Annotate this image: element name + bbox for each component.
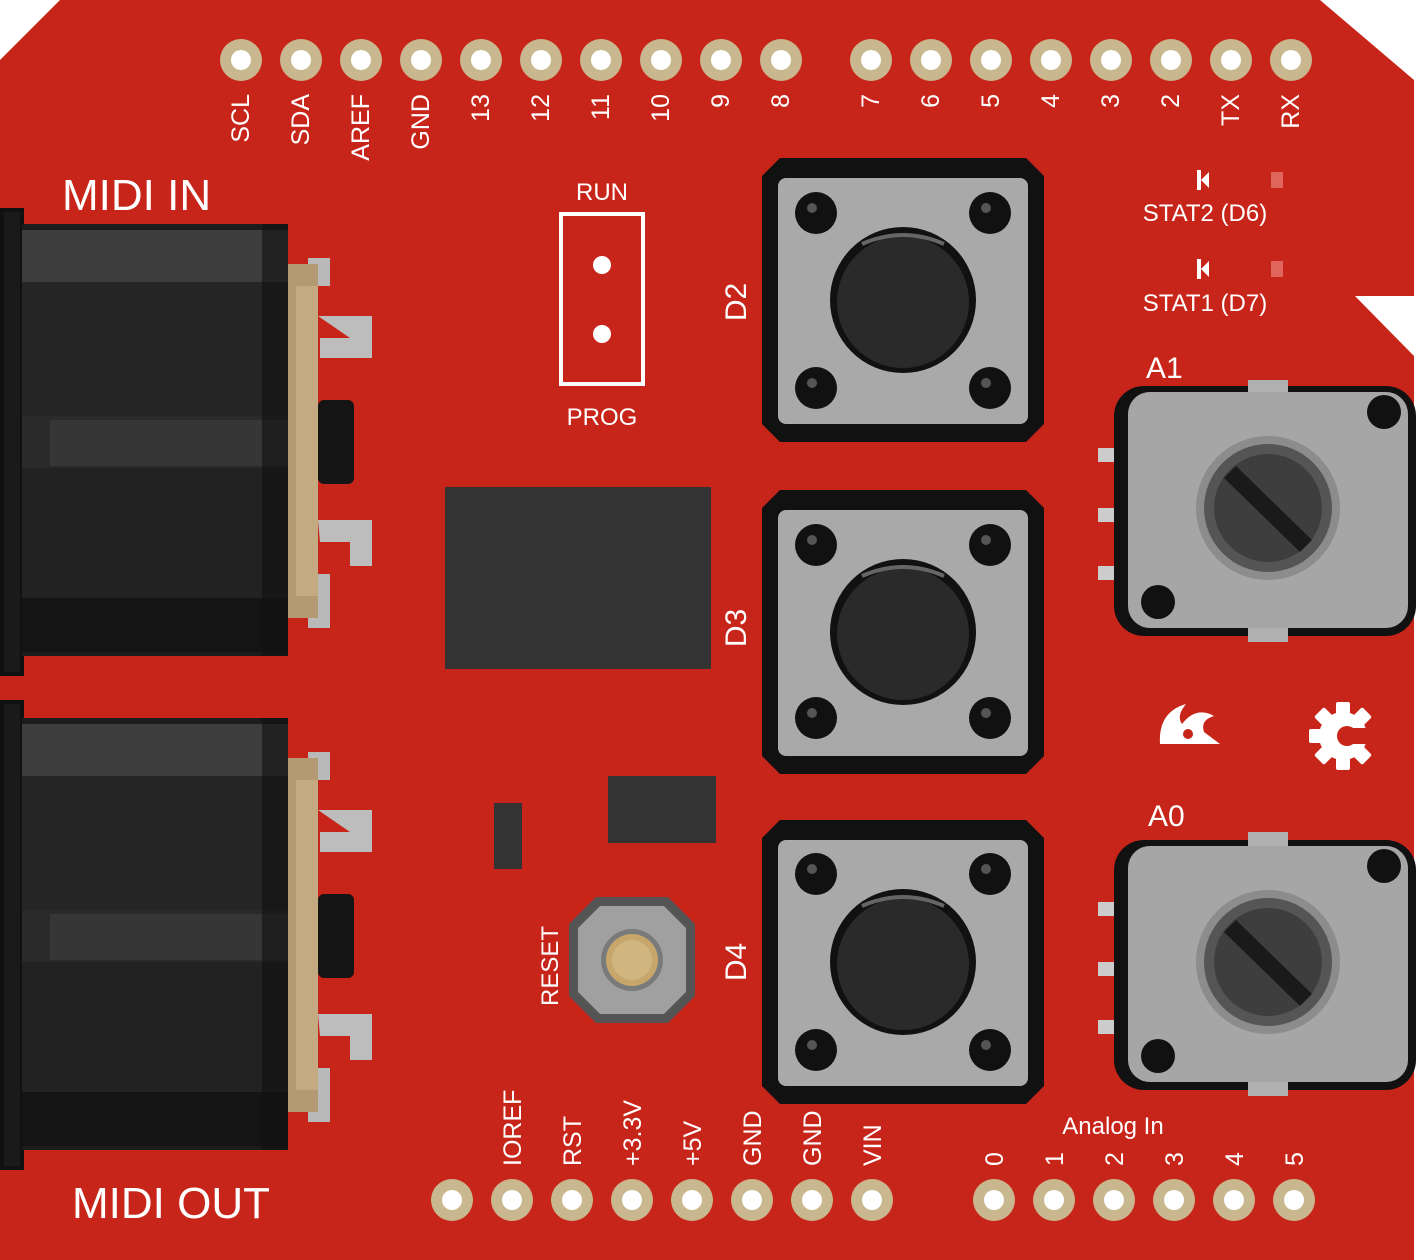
button-d4[interactable] xyxy=(762,820,1044,1104)
digital-pin-gnd-pad-hole xyxy=(411,50,431,70)
digital-pin-2-pad-hole xyxy=(1161,50,1181,70)
midi-in-connector xyxy=(0,208,372,676)
power-pin-33v-2-pad-hole xyxy=(622,1190,642,1210)
digital-pin-10-pad-hole xyxy=(651,50,671,70)
midi-out-connector xyxy=(0,700,372,1170)
digital-pin-scl-pad-hole xyxy=(231,50,251,70)
stat1-led-icon xyxy=(1197,259,1283,279)
main-ic-chip xyxy=(445,487,711,669)
button-d3[interactable] xyxy=(762,490,1044,774)
analog-pin-0-pad-hole xyxy=(984,1190,1004,1210)
digital-pin-9-pad-hole xyxy=(711,50,731,70)
open-hardware-gear-logo xyxy=(1309,702,1381,770)
analog-in-title: Analog In xyxy=(1062,1113,1163,1140)
button-d4-label: D4 xyxy=(720,943,753,981)
stat1-label: STAT1 (D7) xyxy=(1143,290,1267,317)
analog-pin-2-pad-hole xyxy=(1104,1190,1124,1210)
digital-pin-10-label: 10 xyxy=(647,94,675,122)
run-label: RUN xyxy=(576,179,628,206)
digital-header: SCL SDA AREF GND 13 12 11 10 9 8 7 6 5 4 3 2 TX RX xyxy=(220,39,1312,161)
digital-pin-gnd-label: GND xyxy=(407,94,435,150)
analog-pin-3-label: 3 xyxy=(1161,1152,1189,1166)
analog-pin-3-pad-hole xyxy=(1164,1190,1184,1210)
power-pin-gnd-5-pad-hole xyxy=(802,1190,822,1210)
digital-pin-sda-pad-hole xyxy=(291,50,311,70)
digital-pin-6-pad-hole xyxy=(921,50,941,70)
digital-pin-8-pad-hole xyxy=(771,50,791,70)
digital-pin-rx-label: RX xyxy=(1277,94,1305,129)
stat2-led-icon xyxy=(1197,170,1283,190)
power-pin-5v-3-pad-hole xyxy=(682,1190,702,1210)
power-pin-gnd-4-pad-hole xyxy=(742,1190,762,1210)
digital-pin-aref-label: AREF xyxy=(347,94,375,161)
digital-pin-7-label: 7 xyxy=(857,94,885,108)
power-pin-vin-6-pad-hole xyxy=(862,1190,882,1210)
reset-label: RESET xyxy=(537,926,564,1006)
digital-pin-2-label: 2 xyxy=(1157,94,1185,108)
digital-pin-3-label: 3 xyxy=(1097,94,1125,108)
digital-pin-12-label: 12 xyxy=(527,94,555,122)
digital-pin-5-label: 5 xyxy=(977,94,1005,108)
digital-pin-13-label: 13 xyxy=(467,94,495,122)
analog-pin-1-label: 1 xyxy=(1041,1152,1069,1166)
digital-pin-9-label: 9 xyxy=(707,94,735,108)
optocoupler-chip xyxy=(608,776,716,843)
digital-pin-scl-label: SCL xyxy=(227,94,255,143)
potentiometer-a0[interactable] xyxy=(1098,832,1416,1096)
digital-pin-sda-label: SDA xyxy=(287,94,315,146)
digital-pin-aref-pad-hole xyxy=(351,50,371,70)
power-pin-33v-2-label: +3.3V xyxy=(619,1100,647,1166)
reset-button[interactable] xyxy=(569,897,695,1023)
analog-pin-0-label: 0 xyxy=(981,1152,1009,1166)
power-pin-vin-6-label: VIN xyxy=(859,1124,887,1166)
stat2-label: STAT2 (D6) xyxy=(1143,200,1267,227)
power-pin-ioref-0-label: IOREF xyxy=(499,1090,527,1166)
power-pin-rst-1-pad-hole xyxy=(562,1190,582,1210)
midi-in-label: MIDI IN xyxy=(62,171,211,220)
digital-pin-4-label: 4 xyxy=(1037,94,1065,108)
power-pin-unused-pad-hole xyxy=(442,1190,462,1210)
analog-pin-4-pad-hole xyxy=(1224,1190,1244,1210)
digital-pin-3-pad-hole xyxy=(1101,50,1121,70)
digital-pin-5-pad-hole xyxy=(981,50,1001,70)
analog-pin-1-pad-hole xyxy=(1044,1190,1064,1210)
analog-pin-5-pad-hole xyxy=(1284,1190,1304,1210)
digital-pin-8-label: 8 xyxy=(767,94,795,108)
small-component xyxy=(494,803,522,869)
power-pin-gnd-5-label: GND xyxy=(799,1110,827,1166)
analog-pin-5-label: 5 xyxy=(1281,1152,1309,1166)
midi-out-label: MIDI OUT xyxy=(72,1179,270,1228)
digital-pin-7-pad-hole xyxy=(861,50,881,70)
power-pin-rst-1-label: RST xyxy=(559,1116,587,1166)
digital-pin-6-label: 6 xyxy=(917,94,945,108)
digital-pin-13-pad-hole xyxy=(471,50,491,70)
power-pin-gnd-4-label: GND xyxy=(739,1110,767,1166)
pot-a0-label: A0 xyxy=(1148,800,1185,833)
potentiometer-a1[interactable] xyxy=(1098,380,1416,642)
digital-pin-11-pad-hole xyxy=(591,50,611,70)
prog-label: PROG xyxy=(567,404,638,431)
digital-pin-rx-pad-hole xyxy=(1281,50,1301,70)
digital-pin-tx-label: TX xyxy=(1217,94,1245,126)
button-d2-label: D2 xyxy=(720,283,753,321)
power-pin-5v-3-label: +5V xyxy=(679,1120,707,1166)
analog-pin-2-label: 2 xyxy=(1101,1152,1129,1166)
power-pin-ioref-0-pad-hole xyxy=(502,1190,522,1210)
button-d3-label: D3 xyxy=(720,609,753,647)
button-d2[interactable] xyxy=(762,158,1044,442)
analog-pin-4-label: 4 xyxy=(1221,1152,1249,1166)
analog-header: 0 1 2 3 4 5 xyxy=(973,1152,1315,1221)
power-header: IOREF RST +3.3V +5V GND GND VIN xyxy=(431,1090,893,1221)
digital-pin-12-pad-hole xyxy=(531,50,551,70)
digital-pin-tx-pad-hole xyxy=(1221,50,1241,70)
sparkfun-flame-logo xyxy=(1159,704,1220,744)
digital-pin-4-pad-hole xyxy=(1041,50,1061,70)
pot-a1-label: A1 xyxy=(1146,352,1183,385)
digital-pin-11-label: 11 xyxy=(587,94,615,120)
run-prog-jumper[interactable] xyxy=(559,212,645,386)
